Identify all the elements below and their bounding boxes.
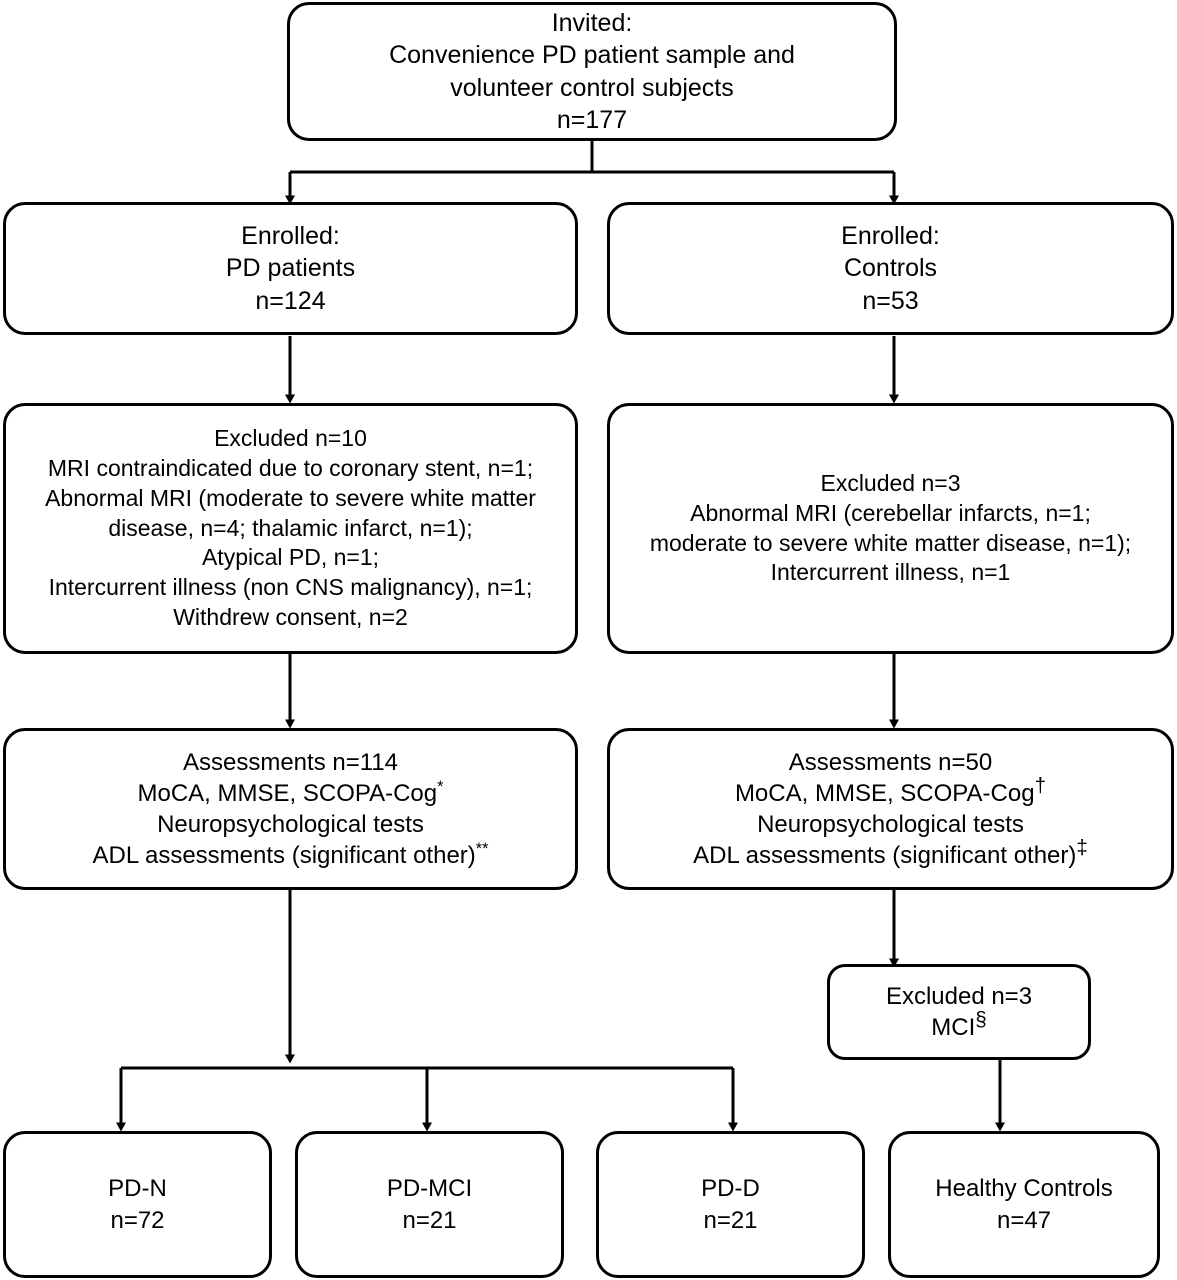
- assessments-pd-footnote-marker-1: *: [437, 777, 444, 796]
- outcome-pd-d-label: PD-D: [701, 1175, 760, 1203]
- outcome-pd-n-label: PD-N: [108, 1175, 167, 1203]
- excluded-pd-line-6: Withdrew consent, n=2: [173, 604, 408, 631]
- excluded-pd-line-1: Excluded n=10: [214, 424, 367, 451]
- excluded-pd-line-3: Abnormal MRI (moderate to severe white m…: [45, 484, 536, 541]
- assessments-controls-footnote-marker-1: †: [1034, 773, 1047, 797]
- assessments-controls-line-3: Neuropsychological tests: [757, 811, 1024, 838]
- outcome-pd-d-box: PD-D n=21: [596, 1131, 865, 1278]
- invited-line-3: volunteer control subjects: [450, 73, 734, 102]
- assessments-pd-box: Assessments n=114 MoCA, MMSE, SCOPA-Cog*…: [3, 728, 578, 890]
- assessments-controls-line-2: MoCA, MMSE, SCOPA-Cog†: [734, 775, 1046, 809]
- enrolled-pd-box: Enrolled: PD patients n=124: [3, 202, 578, 335]
- invited-line-4: n=177: [556, 106, 628, 134]
- assessments-controls-adl-text: ADL assessments (significant other): [693, 842, 1077, 870]
- outcome-healthy-controls-box: Healthy Controls n=47: [888, 1131, 1160, 1278]
- outcome-healthy-controls-label: Healthy Controls: [935, 1175, 1113, 1203]
- assessments-controls-footnote-marker-2: ‡: [1076, 836, 1088, 860]
- excluded-mci-line-2: MCI§: [931, 1009, 986, 1043]
- assessments-pd-line-2: MoCA, MMSE, SCOPA-Cog*: [138, 778, 444, 809]
- excluded-controls-line-2: Abnormal MRI (cerebellar infarcts, n=1;: [690, 499, 1091, 526]
- excluded-controls-line-3: moderate to severe white matter disease,…: [649, 529, 1132, 556]
- enrolled-pd-line-2: PD patients: [225, 254, 356, 283]
- excluded-pd-line-2: MRI contraindicated due to coronary sten…: [47, 454, 534, 481]
- enrolled-controls-line-1: Enrolled:: [841, 221, 940, 250]
- outcome-pd-mci-label: PD-MCI: [386, 1175, 473, 1203]
- assessments-pd-footnote-marker-2: **: [475, 840, 489, 859]
- outcome-pd-mci-box: PD-MCI n=21: [295, 1131, 564, 1278]
- enrolled-controls-box: Enrolled: Controls n=53: [607, 202, 1174, 335]
- enrolled-pd-line-1: Enrolled:: [241, 221, 340, 250]
- excluded-pd-line-5: Intercurrent illness (non CNS malignancy…: [48, 574, 533, 601]
- enrolled-controls-line-3: n=53: [862, 286, 919, 315]
- enrolled-controls-line-2: Controls: [843, 254, 938, 283]
- assessments-pd-line-1: Assessments n=114: [182, 748, 398, 776]
- enrolled-pd-line-3: n=124: [255, 286, 326, 315]
- assessments-controls-box: Assessments n=50 MoCA, MMSE, SCOPA-Cog† …: [607, 728, 1174, 890]
- assessments-pd-line-4: ADL assessments (significant other)**: [93, 840, 489, 871]
- excluded-mci-footnote-marker: §: [975, 1008, 987, 1031]
- outcome-healthy-controls-count: n=47: [996, 1206, 1052, 1234]
- outcome-pd-n-count: n=72: [110, 1206, 165, 1234]
- excluded-pd-box: Excluded n=10 MRI contraindicated due to…: [3, 403, 578, 654]
- excluded-controls-line-1: Excluded n=3: [820, 469, 961, 496]
- assessments-pd-tests-text: MoCA, MMSE, SCOPA-Cog: [137, 779, 438, 807]
- assessments-pd-adl-text: ADL assessments (significant other): [92, 842, 476, 870]
- excluded-mci-box: Excluded n=3 MCI§: [827, 964, 1091, 1060]
- outcome-pd-mci-count: n=21: [402, 1206, 457, 1234]
- invited-line-1: Invited:: [551, 8, 633, 37]
- invited-box: Invited: Convenience PD patient sample a…: [287, 2, 897, 141]
- assessments-pd-line-3: Neuropsychological tests: [157, 811, 424, 838]
- outcome-pd-d-count: n=21: [703, 1206, 758, 1234]
- assessments-controls-line-1: Assessments n=50: [788, 748, 993, 776]
- excluded-mci-line-1: Excluded n=3: [885, 982, 1033, 1010]
- assessments-controls-line-4: ADL assessments (significant other)‡: [693, 837, 1088, 871]
- excluded-pd-line-4: Atypical PD, n=1;: [201, 544, 380, 571]
- excluded-mci-text: MCI: [931, 1014, 976, 1041]
- assessments-controls-tests-text: MoCA, MMSE, SCOPA-Cog: [734, 779, 1035, 807]
- outcome-pd-n-box: PD-N n=72: [3, 1131, 272, 1278]
- invited-line-2: Convenience PD patient sample and: [389, 41, 795, 69]
- excluded-controls-box: Excluded n=3 Abnormal MRI (cerebellar in…: [607, 403, 1174, 654]
- excluded-controls-line-4: Intercurrent illness, n=1: [770, 559, 1011, 586]
